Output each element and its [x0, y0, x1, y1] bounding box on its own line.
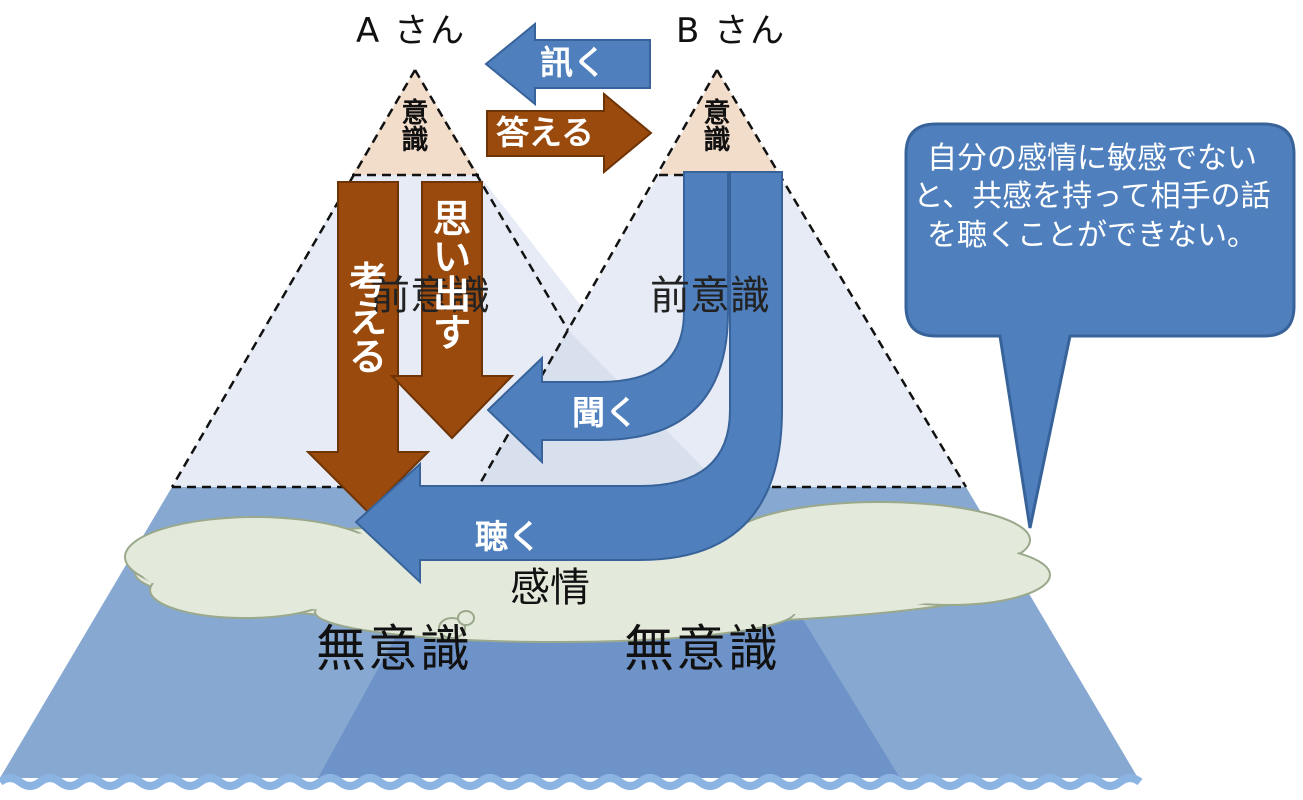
conscious-tip-a: [352, 70, 479, 175]
preconscious-label-a: 前意識: [370, 273, 490, 319]
hear-arrow: [486, 171, 729, 465]
listen-label: 聴く: [475, 517, 541, 556]
hear-label: 聞く: [572, 393, 638, 432]
water-line: [0, 774, 1143, 790]
ask-label: 訊く: [540, 43, 606, 82]
emotion-label: 感情: [510, 565, 590, 611]
callout-bubble: [904, 122, 1296, 529]
dash-a-left: [170, 69, 417, 488]
think-label: 考える: [348, 259, 387, 379]
callout-text: 自分の感情に敏感でないと、共感を持って相手の話を聴くことができない。: [913, 141, 1271, 253]
recall-arrow: [389, 181, 515, 440]
unconscious-label-b: 無意識: [624, 620, 780, 678]
listen-arrow: [354, 171, 783, 585]
recall-label: 思い出す: [432, 197, 471, 355]
person-b-label: B さん: [676, 11, 787, 51]
answer-label: 答える: [496, 113, 595, 152]
think-arrow: [305, 181, 431, 514]
ask-arrow: [484, 21, 651, 107]
answer-arrow: [486, 91, 653, 175]
dash-b-left: [476, 69, 719, 488]
thought-bubble-dots: [438, 610, 475, 639]
conscious-label-a: 意識: [401, 98, 429, 156]
dash-b-right: [715, 69, 968, 488]
preconscious-label-b: 前意識: [650, 273, 770, 319]
unconscious-label-a: 無意識: [316, 620, 472, 678]
dash-a-right: [413, 69, 570, 331]
conscious-label-b: 意識: [703, 98, 731, 156]
conscious-tip-b: [659, 70, 779, 175]
person-a-label: A さん: [356, 11, 467, 51]
